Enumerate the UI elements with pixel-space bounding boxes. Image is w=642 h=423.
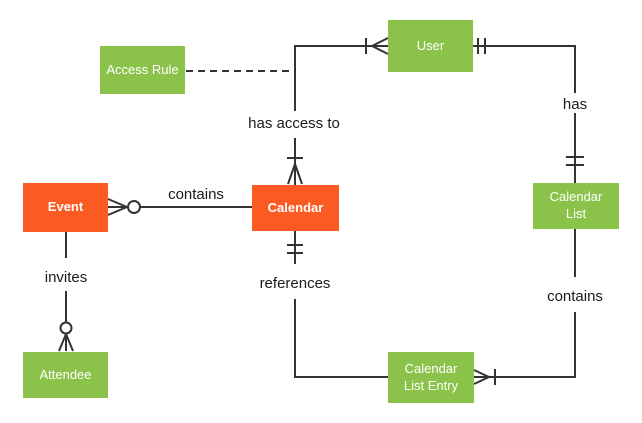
connector-contains-right xyxy=(474,229,576,378)
entity-user[interactable]: User xyxy=(388,20,473,72)
entity-calendar[interactable]: Calendar xyxy=(252,185,339,231)
label-contains-event-calendar: contains xyxy=(168,186,224,203)
label-invites: invites xyxy=(44,269,88,286)
entity-attendee[interactable]: Attendee xyxy=(23,352,108,398)
one-or-many-icon xyxy=(287,157,303,185)
one-or-many-icon xyxy=(473,369,496,385)
entity-label: User xyxy=(416,37,445,53)
entity-access-rule[interactable]: Access Rule xyxy=(100,46,185,94)
zero-or-many-icon xyxy=(58,321,74,352)
exactly-one-icon xyxy=(287,244,303,254)
zero-or-many-icon xyxy=(107,198,141,216)
connector-has-access-to xyxy=(294,45,388,185)
one-or-many-icon xyxy=(365,37,389,55)
entity-label: Attendee xyxy=(39,366,92,382)
entity-label: Access Rule xyxy=(106,61,179,77)
label-contains-calendar-list: contains xyxy=(547,288,603,305)
entity-label: Event xyxy=(47,199,84,215)
exactly-one-icon xyxy=(477,38,486,54)
label-references: references xyxy=(259,275,331,292)
label-has-access-to: has access to xyxy=(248,115,340,132)
exactly-one-icon xyxy=(566,156,584,166)
connector-references xyxy=(294,231,388,378)
entity-label: Calendar List Entry xyxy=(403,360,459,393)
entity-calendar-list[interactable]: Calendar List xyxy=(533,183,619,229)
entity-event[interactable]: Event xyxy=(23,183,108,232)
entity-label: Calendar List xyxy=(549,189,603,221)
connector-has xyxy=(473,45,576,183)
entity-calendar-list-entry[interactable]: Calendar List Entry xyxy=(388,352,474,403)
entity-label: Calendar xyxy=(267,199,324,215)
label-has: has xyxy=(562,96,588,113)
